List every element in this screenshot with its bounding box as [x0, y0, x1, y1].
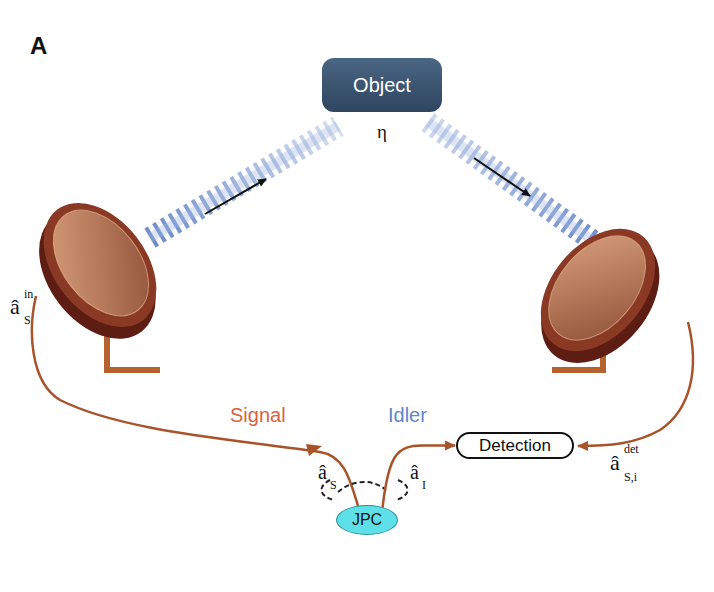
transmissivity-symbol: η — [377, 122, 387, 141]
squeezing-arc — [338, 482, 386, 492]
object-box: Object — [322, 58, 442, 112]
wire-arrowhead — [306, 444, 322, 456]
direction-arrow — [205, 179, 266, 214]
detection-box: Detection — [456, 432, 574, 459]
operator-subscript: I — [422, 479, 426, 491]
operator-superscript: in — [24, 288, 33, 300]
idler-label: Idler — [388, 405, 427, 425]
dish-antenna — [513, 207, 686, 386]
microwave-beam — [150, 122, 600, 246]
squeezing-arc — [396, 480, 408, 500]
return-wire — [578, 322, 693, 446]
node-text: JPC — [352, 511, 382, 529]
operator-superscript: det — [624, 443, 639, 455]
operator-symbol: â — [410, 462, 419, 482]
operator-symbol: â — [10, 296, 20, 318]
operator-symbol: â — [610, 452, 620, 474]
jpc-oval: JPC — [336, 505, 398, 535]
signal-label: Signal — [230, 405, 286, 425]
node-text: Detection — [479, 436, 551, 456]
operator-subscript: S,i — [624, 471, 637, 483]
signal-wire — [32, 296, 358, 506]
dish-antenna — [13, 182, 184, 361]
operator-subscript: S — [24, 314, 31, 326]
operator-subscript: S — [330, 479, 337, 491]
direction-arrow — [474, 158, 530, 196]
panel-letter: A — [30, 34, 47, 58]
operator-symbol: â — [318, 462, 327, 482]
idler-wire — [383, 446, 456, 509]
node-text: Object — [353, 74, 411, 97]
